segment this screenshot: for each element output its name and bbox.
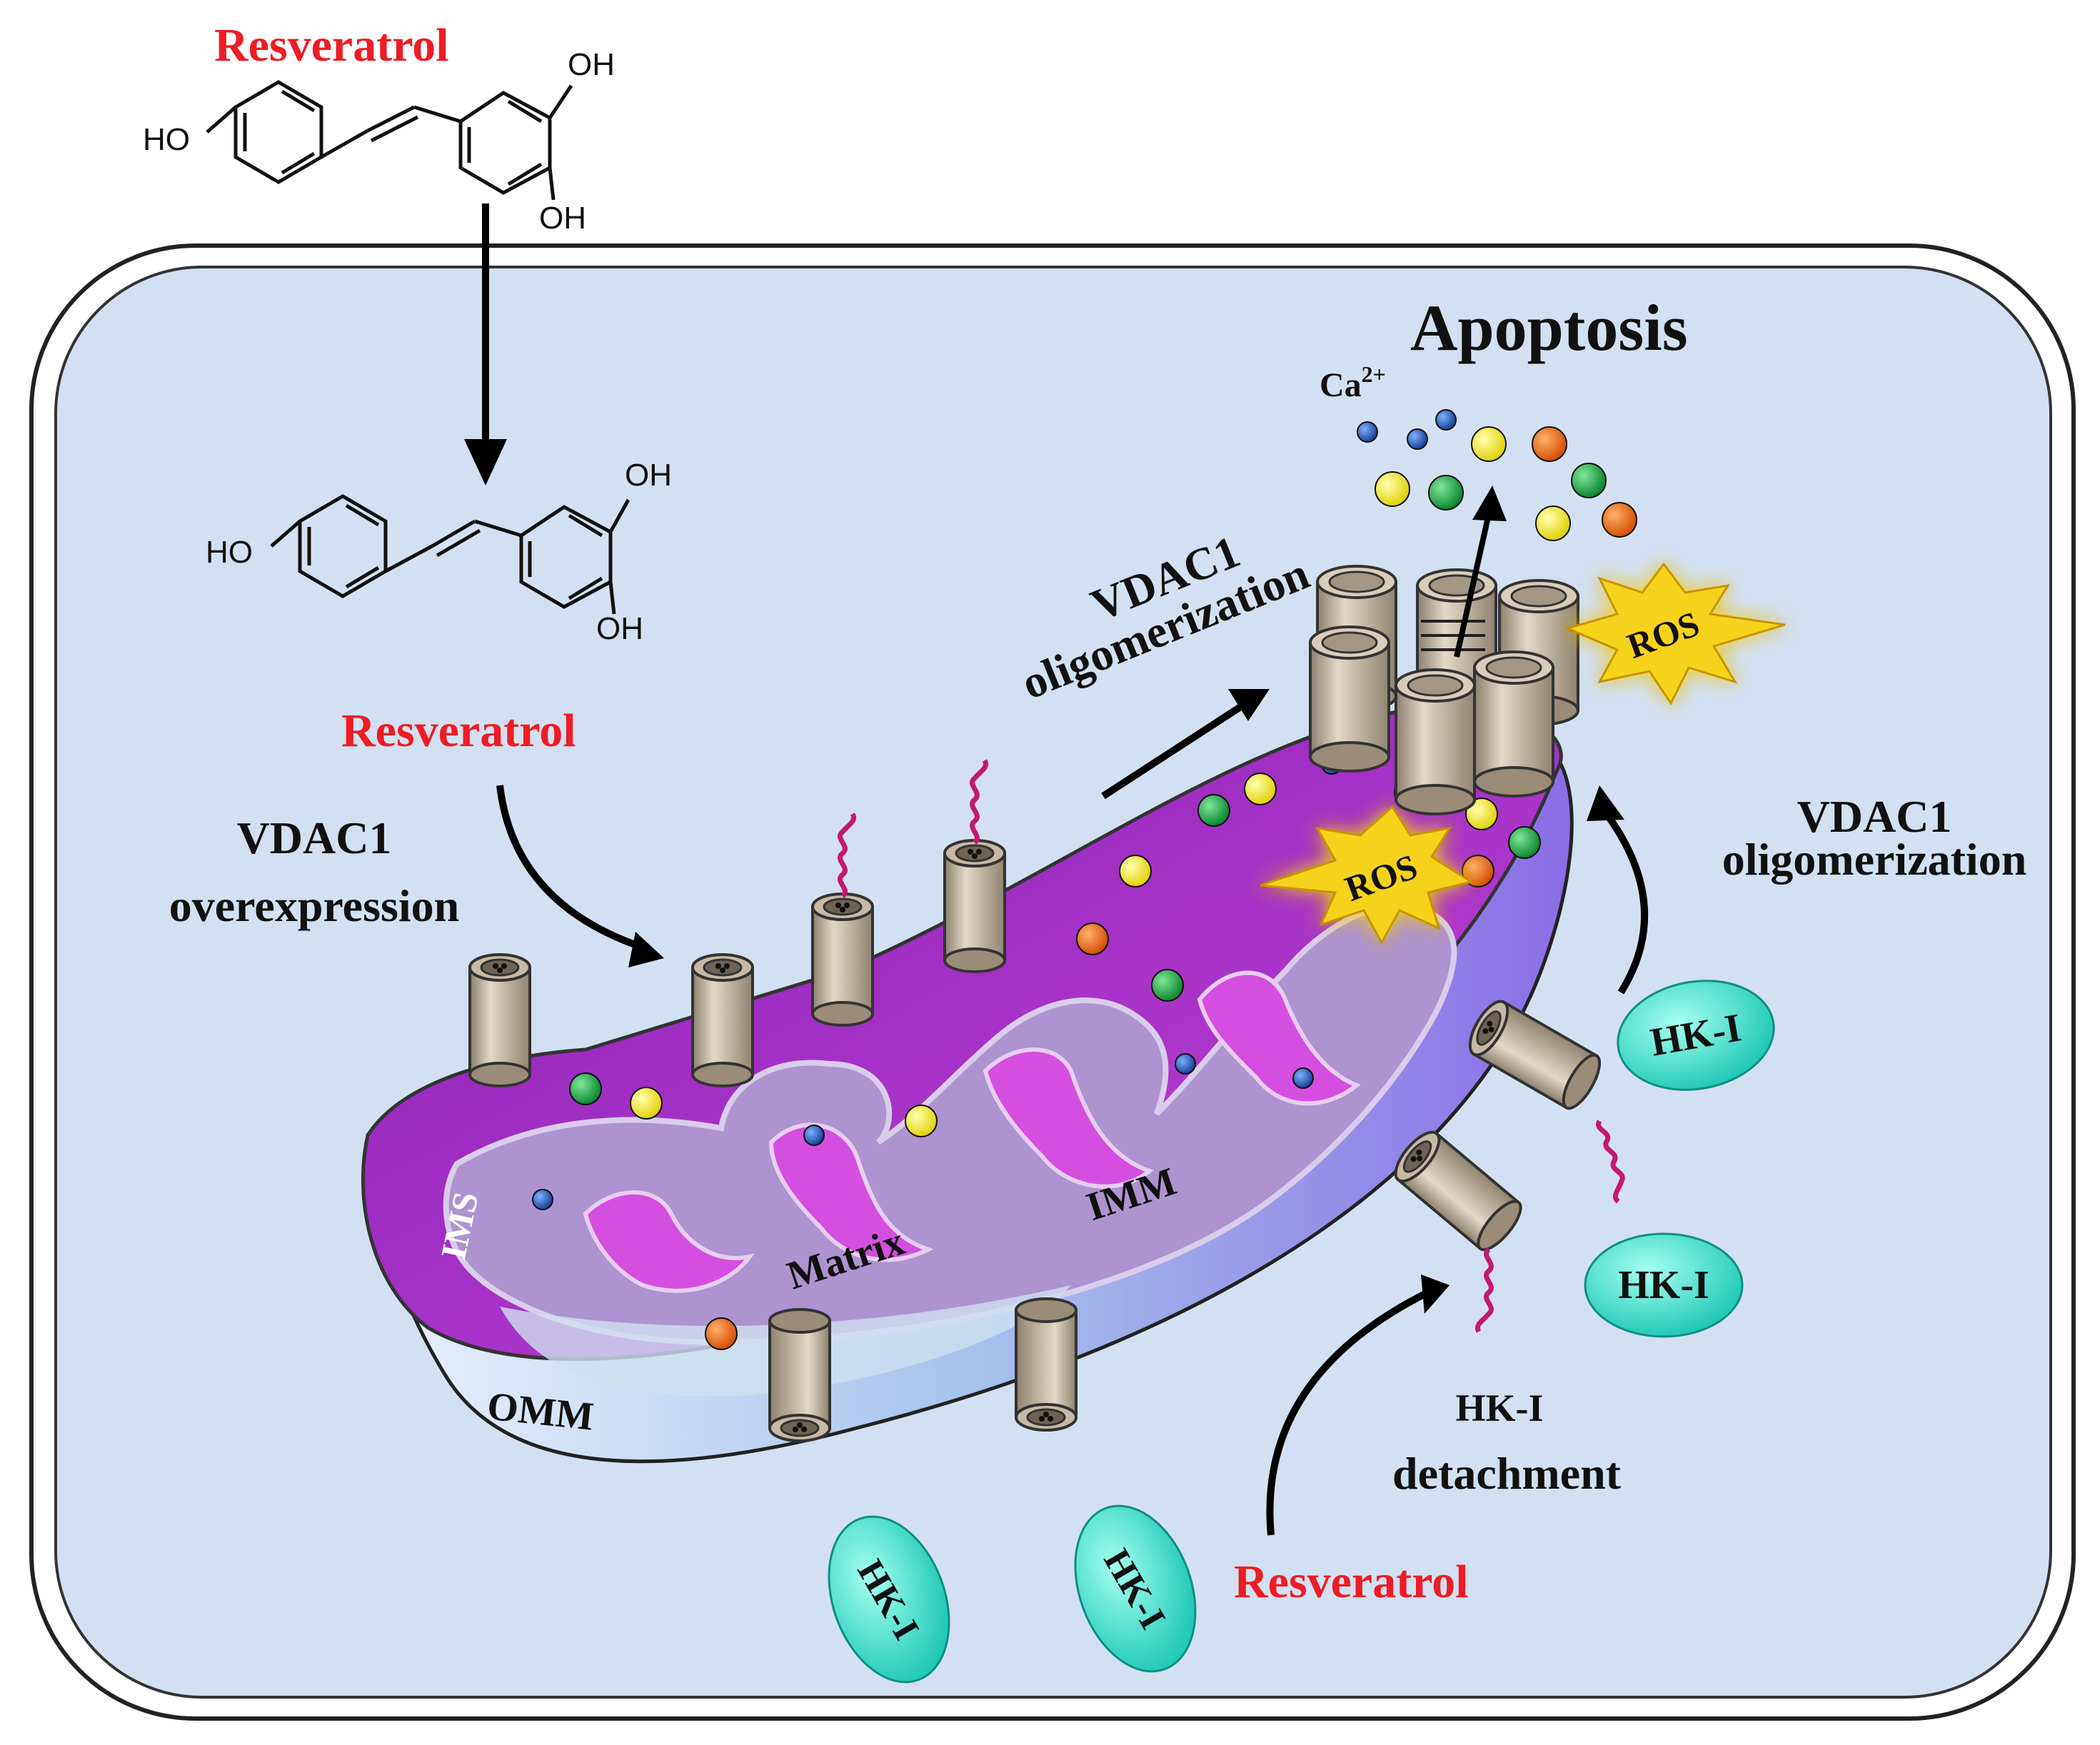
resveratrol-label-bottom: Resveratrol	[1234, 1556, 1469, 1608]
oh-group-2: OH	[539, 201, 586, 236]
hk1-detachment-title: HK-I	[1455, 1387, 1543, 1429]
oligomerization-arrow-left	[1101, 700, 1248, 800]
oh-group-4: OH	[596, 611, 643, 646]
resveratrol-structure-inside	[270, 494, 630, 615]
hk1-protein-3: HK-I	[828, 1515, 950, 1684]
crista-fold-1	[583, 1190, 755, 1293]
hk1-label-2: HK-I	[1618, 1263, 1709, 1307]
vdac1-channel-1	[468, 953, 531, 1087]
hk1-detachment-text: detachment	[1392, 1448, 1622, 1499]
oh-group-1: OH	[568, 47, 615, 82]
ho-group-2: HO	[206, 535, 253, 570]
ho-group-1: HO	[143, 122, 190, 157]
mitochondrion	[361, 704, 1574, 1464]
hk1-protein-1: HK-I	[1617, 980, 1775, 1091]
oligomerization-arrow-right	[1603, 812, 1648, 995]
vdac1-channel-bottom-2	[1015, 1297, 1077, 1432]
crista-fold-2	[768, 1122, 934, 1262]
hk1-protein-2: HK-I	[1584, 1232, 1744, 1338]
calcium-symbol: Ca	[1320, 366, 1362, 404]
calcium-label: Ca2+	[1320, 361, 1386, 404]
released-ions	[1357, 409, 1637, 541]
oligomer-pore-rings	[1421, 620, 1485, 651]
vdac1-overexpression-title: VDAC1	[237, 813, 392, 863]
cell-outer-membrane	[29, 243, 2076, 1721]
crista-fold-3	[983, 1047, 1155, 1189]
oligomerization-title-right: VDAC1	[1797, 791, 1952, 842]
vdac1-oligomer	[1309, 565, 1579, 815]
vdac1-overexpression-text: overexpression	[169, 880, 460, 931]
overexpression-arrowhead	[628, 932, 664, 967]
apoptosis-label: Apoptosis	[1410, 291, 1688, 364]
oligomerization-text-right: oligomerization	[1722, 834, 2027, 885]
vdac1-channel-2	[691, 953, 754, 1087]
resveratrol-label-inside: Resveratrol	[341, 705, 576, 757]
resveratrol-structure-outside	[206, 80, 573, 201]
oligomerization-arrowhead-right	[1587, 785, 1624, 821]
release-arrowhead	[1472, 486, 1507, 521]
entry-arrowhead	[464, 439, 507, 486]
vdac1-channel-bottom-1	[768, 1308, 831, 1442]
calcium-charge: 2+	[1362, 361, 1386, 387]
oh-group-3: OH	[625, 458, 672, 493]
hk1-protein-4: HK-I	[1074, 1504, 1197, 1673]
oligomerization-arrowhead-left	[1228, 689, 1270, 721]
ros-burst-inner	[1260, 805, 1474, 945]
detachment-arrow	[1266, 1289, 1430, 1536]
release-arrow	[1454, 513, 1492, 658]
ros-burst-outer	[1564, 562, 1786, 705]
resveratrol-label-top: Resveratrol	[214, 19, 449, 71]
detachment-arrowhead	[1421, 1274, 1450, 1314]
crista-fold-4	[1197, 970, 1361, 1106]
overexpression-arrow	[496, 785, 651, 953]
